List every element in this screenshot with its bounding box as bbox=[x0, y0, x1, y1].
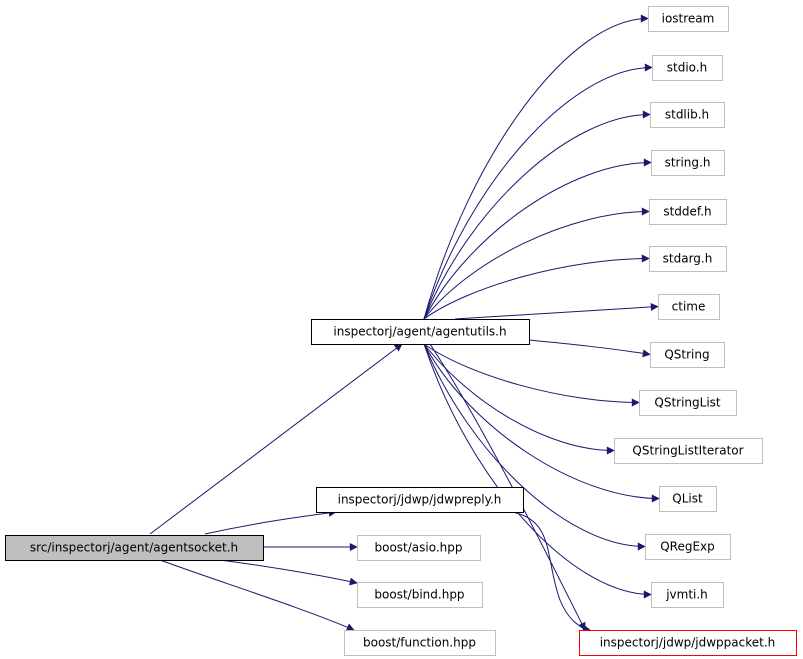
node-string[interactable]: string.h bbox=[651, 150, 725, 176]
edge-agentutils-to-iostream bbox=[423, 14, 649, 320]
node-box[interactable] bbox=[645, 534, 731, 560]
node-agentutils[interactable]: inspectorj/agent/agentutils.h bbox=[311, 319, 530, 345]
edge-layer bbox=[149, 14, 660, 633]
node-function[interactable]: boost/function.hpp bbox=[344, 630, 496, 656]
node-qregexp[interactable]: QRegExp bbox=[645, 534, 731, 560]
node-stdarg[interactable]: stdarg.h bbox=[649, 246, 727, 272]
node-label: src/inspectorj/agent/agentsocket.h bbox=[30, 541, 238, 555]
node-label: jvmti.h bbox=[665, 588, 708, 602]
node-box[interactable] bbox=[658, 294, 720, 320]
node-jdwppacket[interactable]: inspectorj/jdwp/jdwppacket.h bbox=[579, 630, 797, 656]
node-label: stdarg.h bbox=[663, 252, 713, 266]
edge-agentutils-to-qregexp bbox=[423, 343, 646, 551]
node-label: string.h bbox=[665, 156, 711, 170]
node-label: ctime bbox=[672, 300, 706, 314]
node-label: QStringList bbox=[654, 396, 721, 410]
edge-root-to-agentutils bbox=[149, 343, 403, 535]
node-ctime[interactable]: ctime bbox=[658, 294, 720, 320]
edge-root-to-function bbox=[159, 559, 355, 631]
node-box[interactable] bbox=[651, 582, 724, 608]
node-box[interactable] bbox=[5, 535, 264, 561]
edge-agentutils-to-stdio bbox=[423, 63, 653, 320]
node-label: QStringListIterator bbox=[632, 444, 743, 458]
node-label: boost/asio.hpp bbox=[374, 541, 462, 555]
node-box[interactable] bbox=[344, 630, 496, 656]
node-layer: src/inspectorj/agent/agentsocket.h inspec… bbox=[5, 6, 797, 656]
node-label: boost/bind.hpp bbox=[374, 588, 464, 602]
edge-agentutils-to-qstring bbox=[528, 339, 651, 358]
edge-agentutils-to-qlist bbox=[423, 343, 660, 503]
node-box[interactable] bbox=[357, 582, 483, 608]
node-qstringlist[interactable]: QStringList bbox=[639, 390, 737, 416]
node-box[interactable] bbox=[649, 199, 727, 225]
node-qlist[interactable]: QList bbox=[659, 486, 717, 512]
node-iostream[interactable]: iostream bbox=[648, 6, 729, 32]
node-box[interactable] bbox=[579, 630, 797, 656]
edge-agentutils-to-qstringlistiterator bbox=[423, 343, 615, 455]
node-box[interactable] bbox=[311, 319, 530, 345]
node-stdio[interactable]: stdio.h bbox=[652, 55, 723, 81]
node-label: QList bbox=[672, 492, 703, 506]
node-box[interactable] bbox=[651, 150, 725, 176]
node-box[interactable] bbox=[648, 6, 729, 32]
node-stdlib[interactable]: stdlib.h bbox=[650, 102, 725, 128]
node-jdwpreply[interactable]: inspectorj/jdwp/jdwpreply.h bbox=[316, 487, 524, 513]
node-qstringlistiterator[interactable]: QStringListIterator bbox=[614, 438, 763, 464]
node-label: iostream bbox=[662, 12, 715, 26]
node-jvmti[interactable]: jvmti.h bbox=[651, 582, 724, 608]
edge-agentutils-to-string bbox=[423, 158, 652, 320]
edge-agentutils-to-stdarg bbox=[423, 254, 650, 320]
edge-agentutils-to-jdwppacket bbox=[429, 343, 586, 631]
node-box[interactable] bbox=[652, 55, 723, 81]
node-label: QRegExp bbox=[660, 540, 715, 554]
node-bind[interactable]: boost/bind.hpp bbox=[357, 582, 483, 608]
node-label: QString bbox=[664, 348, 709, 362]
edge-agentutils-to-ctime bbox=[454, 302, 659, 320]
node-label: stddef.h bbox=[663, 205, 711, 219]
node-box[interactable] bbox=[614, 438, 763, 464]
edge-root-to-jdwpreply bbox=[204, 508, 337, 535]
node-label: inspectorj/agent/agentutils.h bbox=[333, 325, 506, 339]
edge-agentutils-to-stdlib bbox=[423, 110, 651, 320]
node-label: boost/function.hpp bbox=[363, 636, 476, 650]
node-qstring[interactable]: QString bbox=[650, 342, 725, 368]
node-box[interactable] bbox=[650, 342, 725, 368]
node-stddef[interactable]: stddef.h bbox=[649, 199, 727, 225]
edge-jdwpreply-to-jdwppacket bbox=[511, 511, 591, 633]
node-box[interactable] bbox=[639, 390, 737, 416]
edge-agentutils-to-jvmti bbox=[423, 343, 652, 599]
node-label: stdio.h bbox=[667, 61, 707, 75]
node-box[interactable] bbox=[357, 535, 481, 561]
node-box[interactable] bbox=[659, 486, 717, 512]
node-box[interactable] bbox=[316, 487, 524, 513]
node-root[interactable]: src/inspectorj/agent/agentsocket.h bbox=[5, 535, 264, 561]
edge-agentutils-to-qstringlist bbox=[423, 343, 640, 407]
node-label: inspectorj/jdwp/jdwpreply.h bbox=[338, 493, 502, 507]
node-box[interactable] bbox=[650, 102, 725, 128]
node-label: stdlib.h bbox=[665, 108, 709, 122]
edge-root-to-bind bbox=[219, 559, 358, 586]
node-asio[interactable]: boost/asio.hpp bbox=[357, 535, 481, 561]
node-box[interactable] bbox=[649, 246, 727, 272]
node-label: inspectorj/jdwp/jdwppacket.h bbox=[600, 636, 776, 650]
edge-agentutils-to-stddef bbox=[423, 207, 650, 320]
